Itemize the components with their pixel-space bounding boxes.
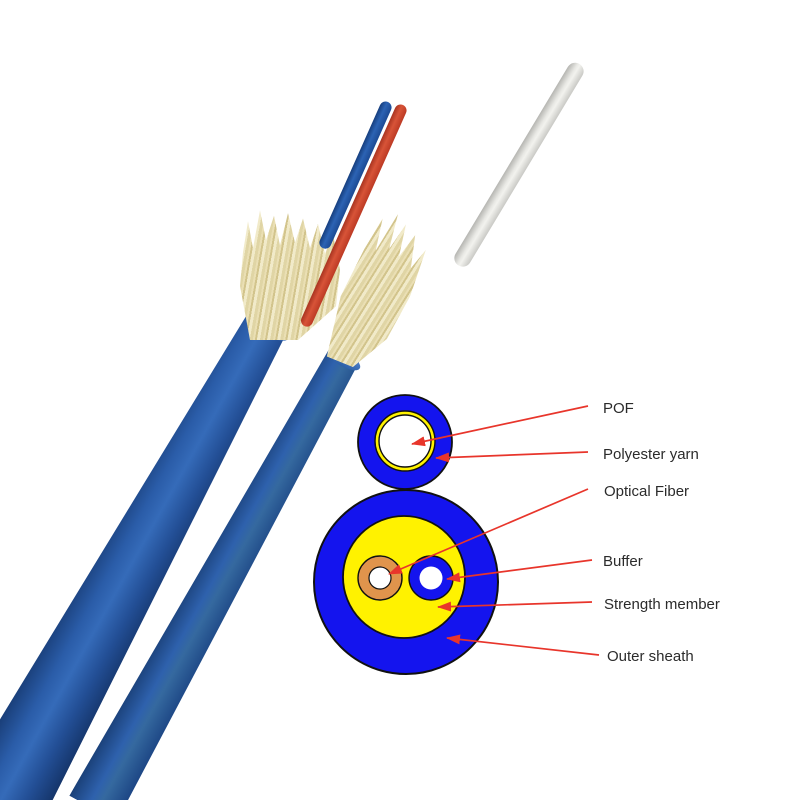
optical-fiber-core-circle <box>368 566 392 590</box>
leader-line-pof <box>411 405 589 447</box>
pof-core-circle <box>378 414 432 468</box>
label-buffer: Buffer <box>603 553 643 570</box>
duplex-outer-sheath-circle <box>313 489 499 675</box>
label-pof: POF <box>603 400 634 417</box>
optical-fiber-coating-circle <box>357 555 403 601</box>
label-outer-sheath: Outer sheath <box>607 648 694 665</box>
blue-buffer-tube <box>317 99 394 251</box>
buffer-circle <box>408 555 454 601</box>
leader-lines <box>388 405 600 656</box>
leader-line-polyester-yarn <box>435 451 589 463</box>
simplex-outer-sheath-circle <box>357 394 453 490</box>
duplex-cross-section <box>313 489 499 675</box>
polyester-yarn-ring <box>374 410 436 472</box>
simplex-cross-section <box>357 394 453 490</box>
label-strength-member: Strength member <box>604 596 720 613</box>
label-polyester-yarn: Polyester yarn <box>603 446 699 463</box>
leader-line-strength-member <box>437 601 593 612</box>
strength-member-circle <box>342 515 466 639</box>
leader-line-outer-sheath <box>446 634 600 656</box>
leader-line-optical-fiber <box>388 488 589 575</box>
label-optical-fiber: Optical Fiber <box>604 483 690 500</box>
buffer-core-circle <box>419 566 443 590</box>
white-fiber-tube <box>451 59 587 270</box>
leader-line-buffer <box>446 559 593 583</box>
